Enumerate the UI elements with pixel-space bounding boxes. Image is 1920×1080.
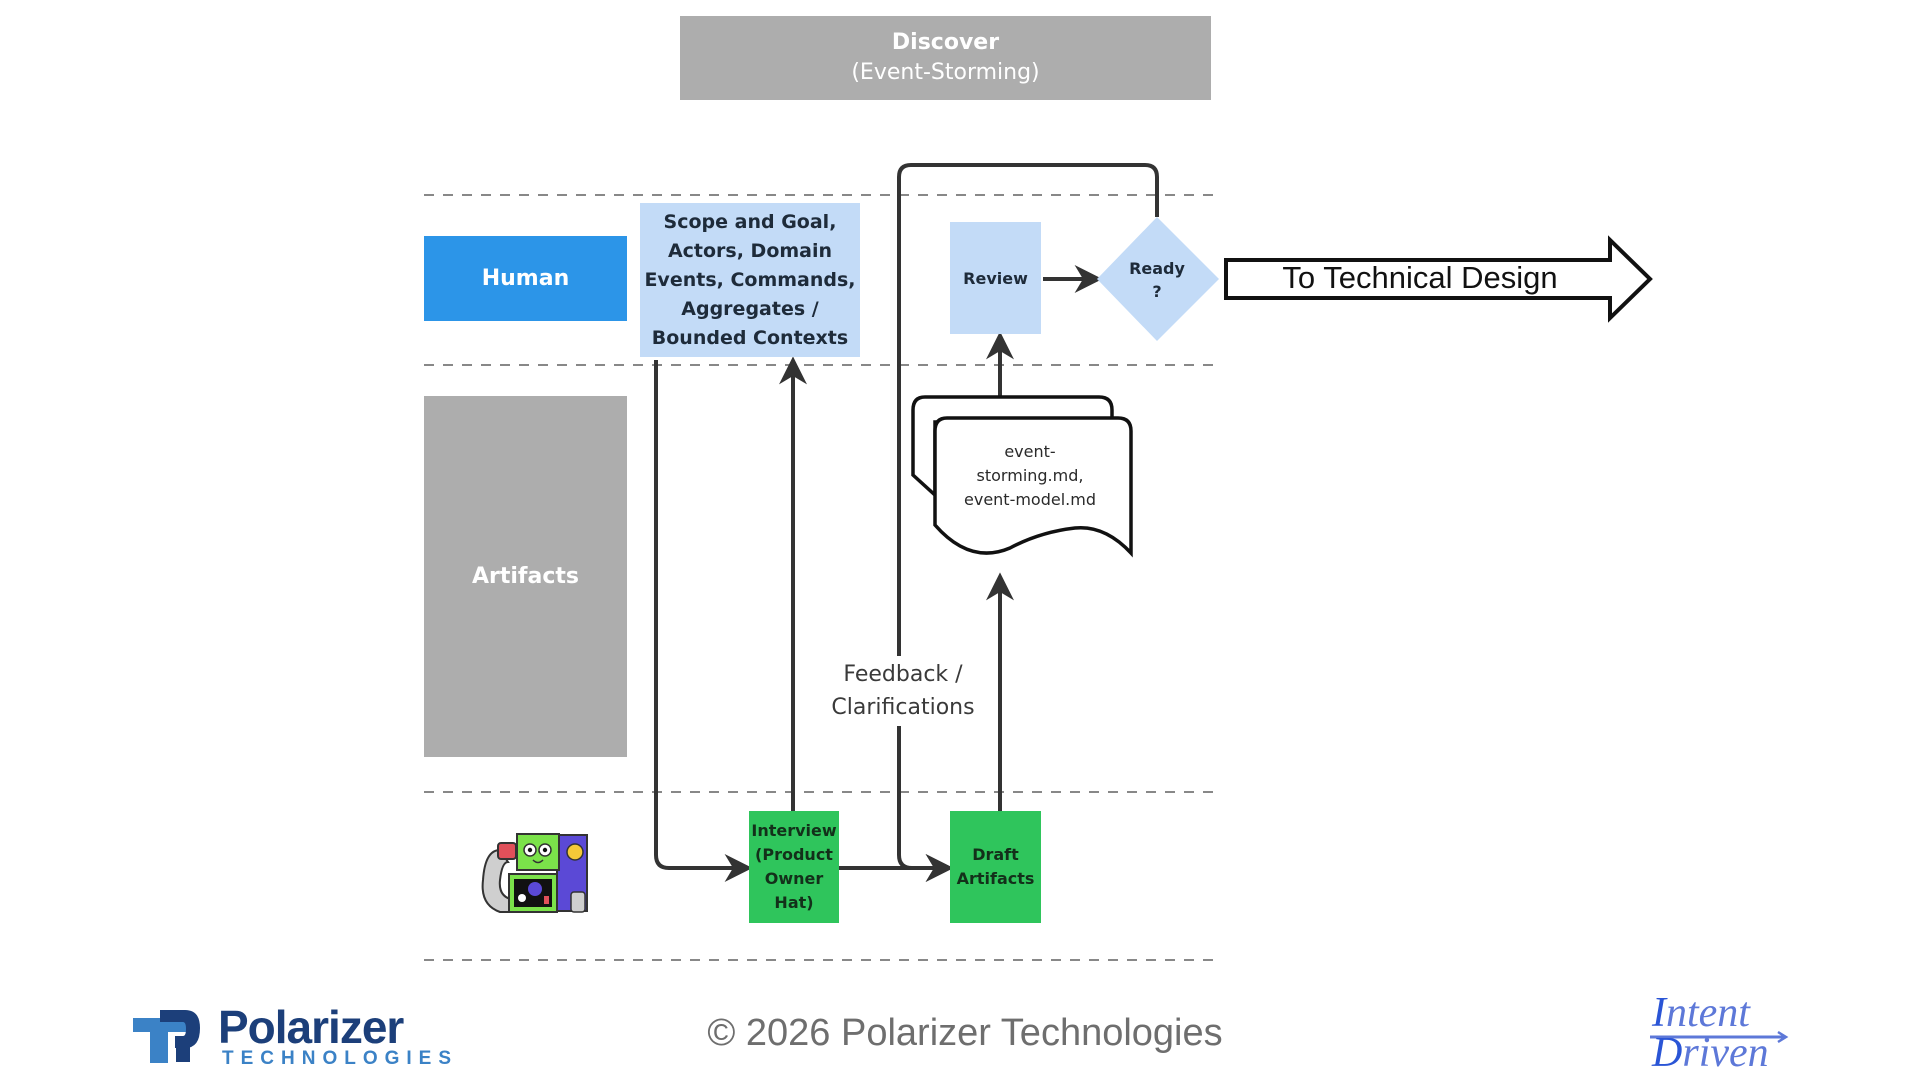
node-documents-label: event- storming.md, event-model.md: [964, 442, 1096, 509]
driven-rest: riven: [1682, 1030, 1769, 1076]
copyright-text: © 2026 Polarizer Technologies: [707, 1012, 1223, 1054]
intent-driven-arrow: [1650, 1030, 1789, 1044]
lane-label-artifacts: Artifacts: [424, 396, 627, 757]
edge-scope-to-interview: [654, 360, 753, 882]
to-technical-design-arrow[interactable]: [1224, 235, 1653, 323]
intent-rest: ntent: [1666, 990, 1750, 1036]
phase-header: Discover (Event-Storming): [680, 16, 1211, 100]
documents-shape[interactable]: [911, 395, 1133, 558]
node-draft-artifacts[interactable]: Draft Artifacts: [950, 811, 1041, 923]
node-scope-and-goal[interactable]: Scope and Goal, Actors, Domain Events, C…: [640, 203, 860, 357]
phase-subtitle: (Event-Storming): [851, 60, 1040, 85]
node-ready-label: Ready ?: [1129, 259, 1185, 301]
to-technical-design-label: To Technical Design: [1282, 260, 1558, 295]
node-interview[interactable]: Interview (Product Owner Hat): [749, 811, 839, 923]
node-review[interactable]: Review: [950, 222, 1041, 334]
lane-label-human: Human: [424, 236, 627, 321]
edge-label-feedback: Feedback / Clarifications: [818, 656, 988, 726]
driven-initial: D: [1652, 1030, 1683, 1076]
intent-driven-logo-line1: Intent: [1652, 992, 1750, 1034]
intent-driven-logo-line2: Driven: [1652, 1032, 1769, 1074]
ready-decision-diamond[interactable]: [1097, 217, 1219, 341]
intent-initial: I: [1652, 990, 1666, 1036]
edge-ready-feedback-loop: [897, 163, 1159, 882]
polarizer-logo-mark: [133, 1010, 200, 1063]
polarizer-logo-subtitle: TECHNOLOGIES: [222, 1048, 459, 1069]
polarizer-logo-word: Polarizer: [218, 1001, 404, 1053]
phase-title: Discover: [891, 30, 1000, 55]
robot-icon: [481, 833, 588, 913]
